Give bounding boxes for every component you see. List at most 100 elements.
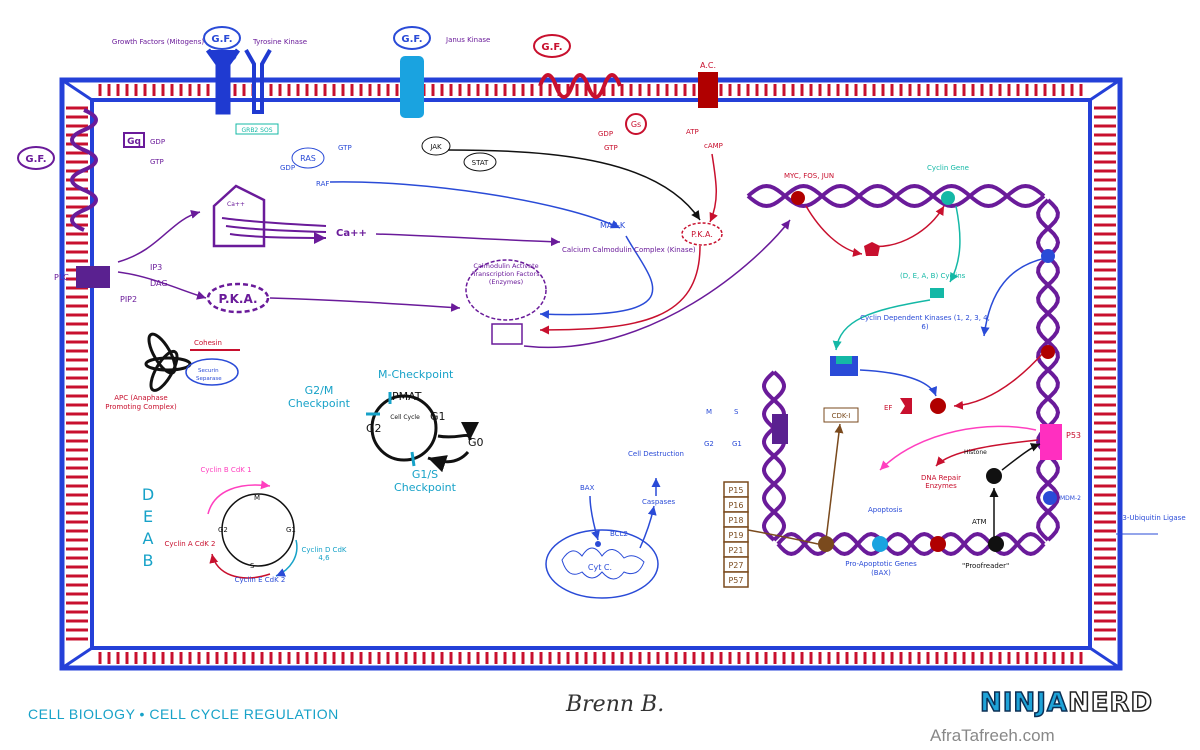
growth-factor-4: G.F. — [17, 146, 55, 170]
p53-protein — [1040, 424, 1062, 460]
inhibitor-label: P57 — [728, 576, 743, 585]
endoplasmic-reticulum: Ca++ — [212, 184, 327, 248]
g2-label-2: G2 — [366, 422, 382, 435]
g2-label-3: G2 — [218, 526, 228, 534]
g1-label-1: G1 — [732, 440, 742, 448]
m-checkpoint-label: M-Checkpoint — [378, 368, 454, 381]
adenylyl-cyclase — [698, 72, 718, 108]
cdk-i-label: CDK-I — [832, 412, 851, 420]
gpcr-s — [538, 73, 622, 99]
ip3-label: IP3 — [150, 263, 162, 272]
apoptosis-label: Apoptosis — [868, 506, 903, 514]
securin-label: Securin — [198, 368, 219, 374]
growth-factor-3: G.F. — [533, 34, 571, 58]
active-cdk-complex — [830, 356, 858, 376]
proofreader-label: "Proofreader" — [962, 562, 1009, 570]
svg-text:RAS: RAS — [300, 154, 316, 163]
cell-destruction-label: Cell Destruction — [628, 450, 684, 458]
calcium-calmodulin-complex: Calcium Calmodulin Complex (Kinase) — [562, 246, 696, 254]
g1s-checkpoint-label: G1/S Checkpoint — [394, 468, 456, 495]
gs-protein — [625, 113, 647, 135]
svg-text:G.F.: G.F. — [25, 154, 46, 165]
m-label-1: M — [706, 408, 712, 416]
bcl2-channel — [595, 541, 601, 547]
ef-label: EF — [884, 404, 892, 412]
growth-factors-label: Growth Factors (Mitogens) — [112, 38, 204, 46]
gs-label: Gs — [631, 120, 641, 129]
svg-text:G.F.: G.F. — [401, 34, 422, 45]
janus-kinase-receptor — [400, 56, 424, 118]
plc-label: PLC — [54, 273, 69, 282]
stat-label: STAT — [472, 159, 489, 167]
mitochondrion — [545, 529, 659, 599]
tyrosine-kinase-label: Tyrosine Kinase — [252, 38, 307, 46]
raf-label: RAF — [316, 180, 329, 188]
inhibitor-box — [723, 571, 749, 588]
dag-label: DAG — [150, 279, 168, 288]
pka-label-1: P.K.A. — [691, 230, 713, 239]
inhibitor-label: P27 — [728, 561, 743, 570]
ras-node: RAS — [291, 147, 325, 169]
apc-complex — [144, 332, 192, 392]
apc-label: APC (Anaphase Promoting Complex) — [105, 394, 177, 412]
calcium-label: Ca++ — [336, 228, 367, 239]
rb-protein — [930, 398, 946, 414]
deab-letter: A — [143, 529, 154, 548]
cyclin-e-label: Cyclin E CdK 2 — [234, 576, 286, 584]
cyclin-gene-label: Cyclin Gene — [927, 164, 969, 172]
g1-label-3: G1 — [286, 526, 296, 534]
g2m-checkpoint-label: G2/M Checkpoint — [288, 384, 350, 411]
bax-label: BAX — [580, 484, 595, 492]
securin-separase — [185, 358, 239, 386]
transcription-factors: Calmodulin Activate Transcription Factor… — [465, 259, 547, 345]
pro-apoptotic-gene — [872, 536, 888, 552]
cohesin-label: Cohesin — [194, 339, 222, 347]
janus-kinase-label: Janus Kinase — [445, 36, 490, 44]
inhibitor-label: P18 — [728, 516, 743, 525]
myc-gene — [791, 191, 805, 205]
inhibitor-label: P19 — [728, 531, 743, 540]
svg-text:Ca++: Ca++ — [227, 201, 245, 208]
e3-ligase-label: E3-Ubiquitin Ligase — [1118, 514, 1186, 522]
jak-label: JAK — [429, 143, 442, 151]
pro-apoptotic-label: Pro-Apoptotic Genes (BAX) — [845, 560, 917, 578]
ninja-nerd-logo: NINJANERD — [979, 687, 1154, 719]
inhibitor-label: P16 — [728, 501, 743, 510]
deab-letter: B — [143, 551, 154, 570]
svg-text:G.F.: G.F. — [211, 34, 232, 45]
pka-enzyme-1 — [681, 222, 723, 246]
growth-factor-2: G.F. — [393, 26, 431, 50]
jak-node — [421, 136, 451, 156]
gq-gtp: GTP — [150, 158, 164, 166]
histone-label: Histone — [964, 449, 987, 456]
ac-label: A.C. — [700, 61, 716, 70]
ras-gtp: GTP — [338, 144, 352, 152]
footer-title: CELL BIOLOGY • CELL CYCLE REGULATION — [28, 706, 339, 722]
cyclin-b-label: Cyclin B CdK 1 — [200, 466, 252, 474]
gq-gdp: GDP — [150, 138, 165, 146]
cyclins-label: (D, E, A, B) Cyclins — [900, 272, 966, 280]
gpcr-q — [70, 108, 98, 232]
cell-membrane — [59, 77, 1123, 671]
separase-label: Separase — [196, 376, 222, 382]
gs-gtp: GTP — [604, 144, 618, 152]
inhibitor-label: P15 — [728, 486, 743, 495]
atp-label: ATP — [686, 128, 699, 136]
plc-enzyme — [76, 266, 110, 288]
g0-label: G0 — [468, 436, 484, 449]
pka-enzyme-2 — [206, 282, 270, 314]
cdk-block — [772, 414, 788, 444]
cdk-gene — [1041, 249, 1055, 263]
pka-label-2: P.K.A. — [218, 292, 257, 306]
pmat-label: PMAT — [392, 390, 422, 403]
g2-label-1: G2 — [704, 440, 714, 448]
map-k-label: MAP-K — [600, 221, 626, 230]
gq-label: Gq — [127, 137, 141, 147]
mdm2-gene — [1043, 491, 1057, 505]
pip2-label: PIP2 — [120, 295, 137, 304]
watermark: AfraTafreeh.com — [930, 726, 1055, 745]
gs-gdp: GDP — [598, 130, 613, 138]
author-signature: Brenn B. — [566, 692, 665, 717]
